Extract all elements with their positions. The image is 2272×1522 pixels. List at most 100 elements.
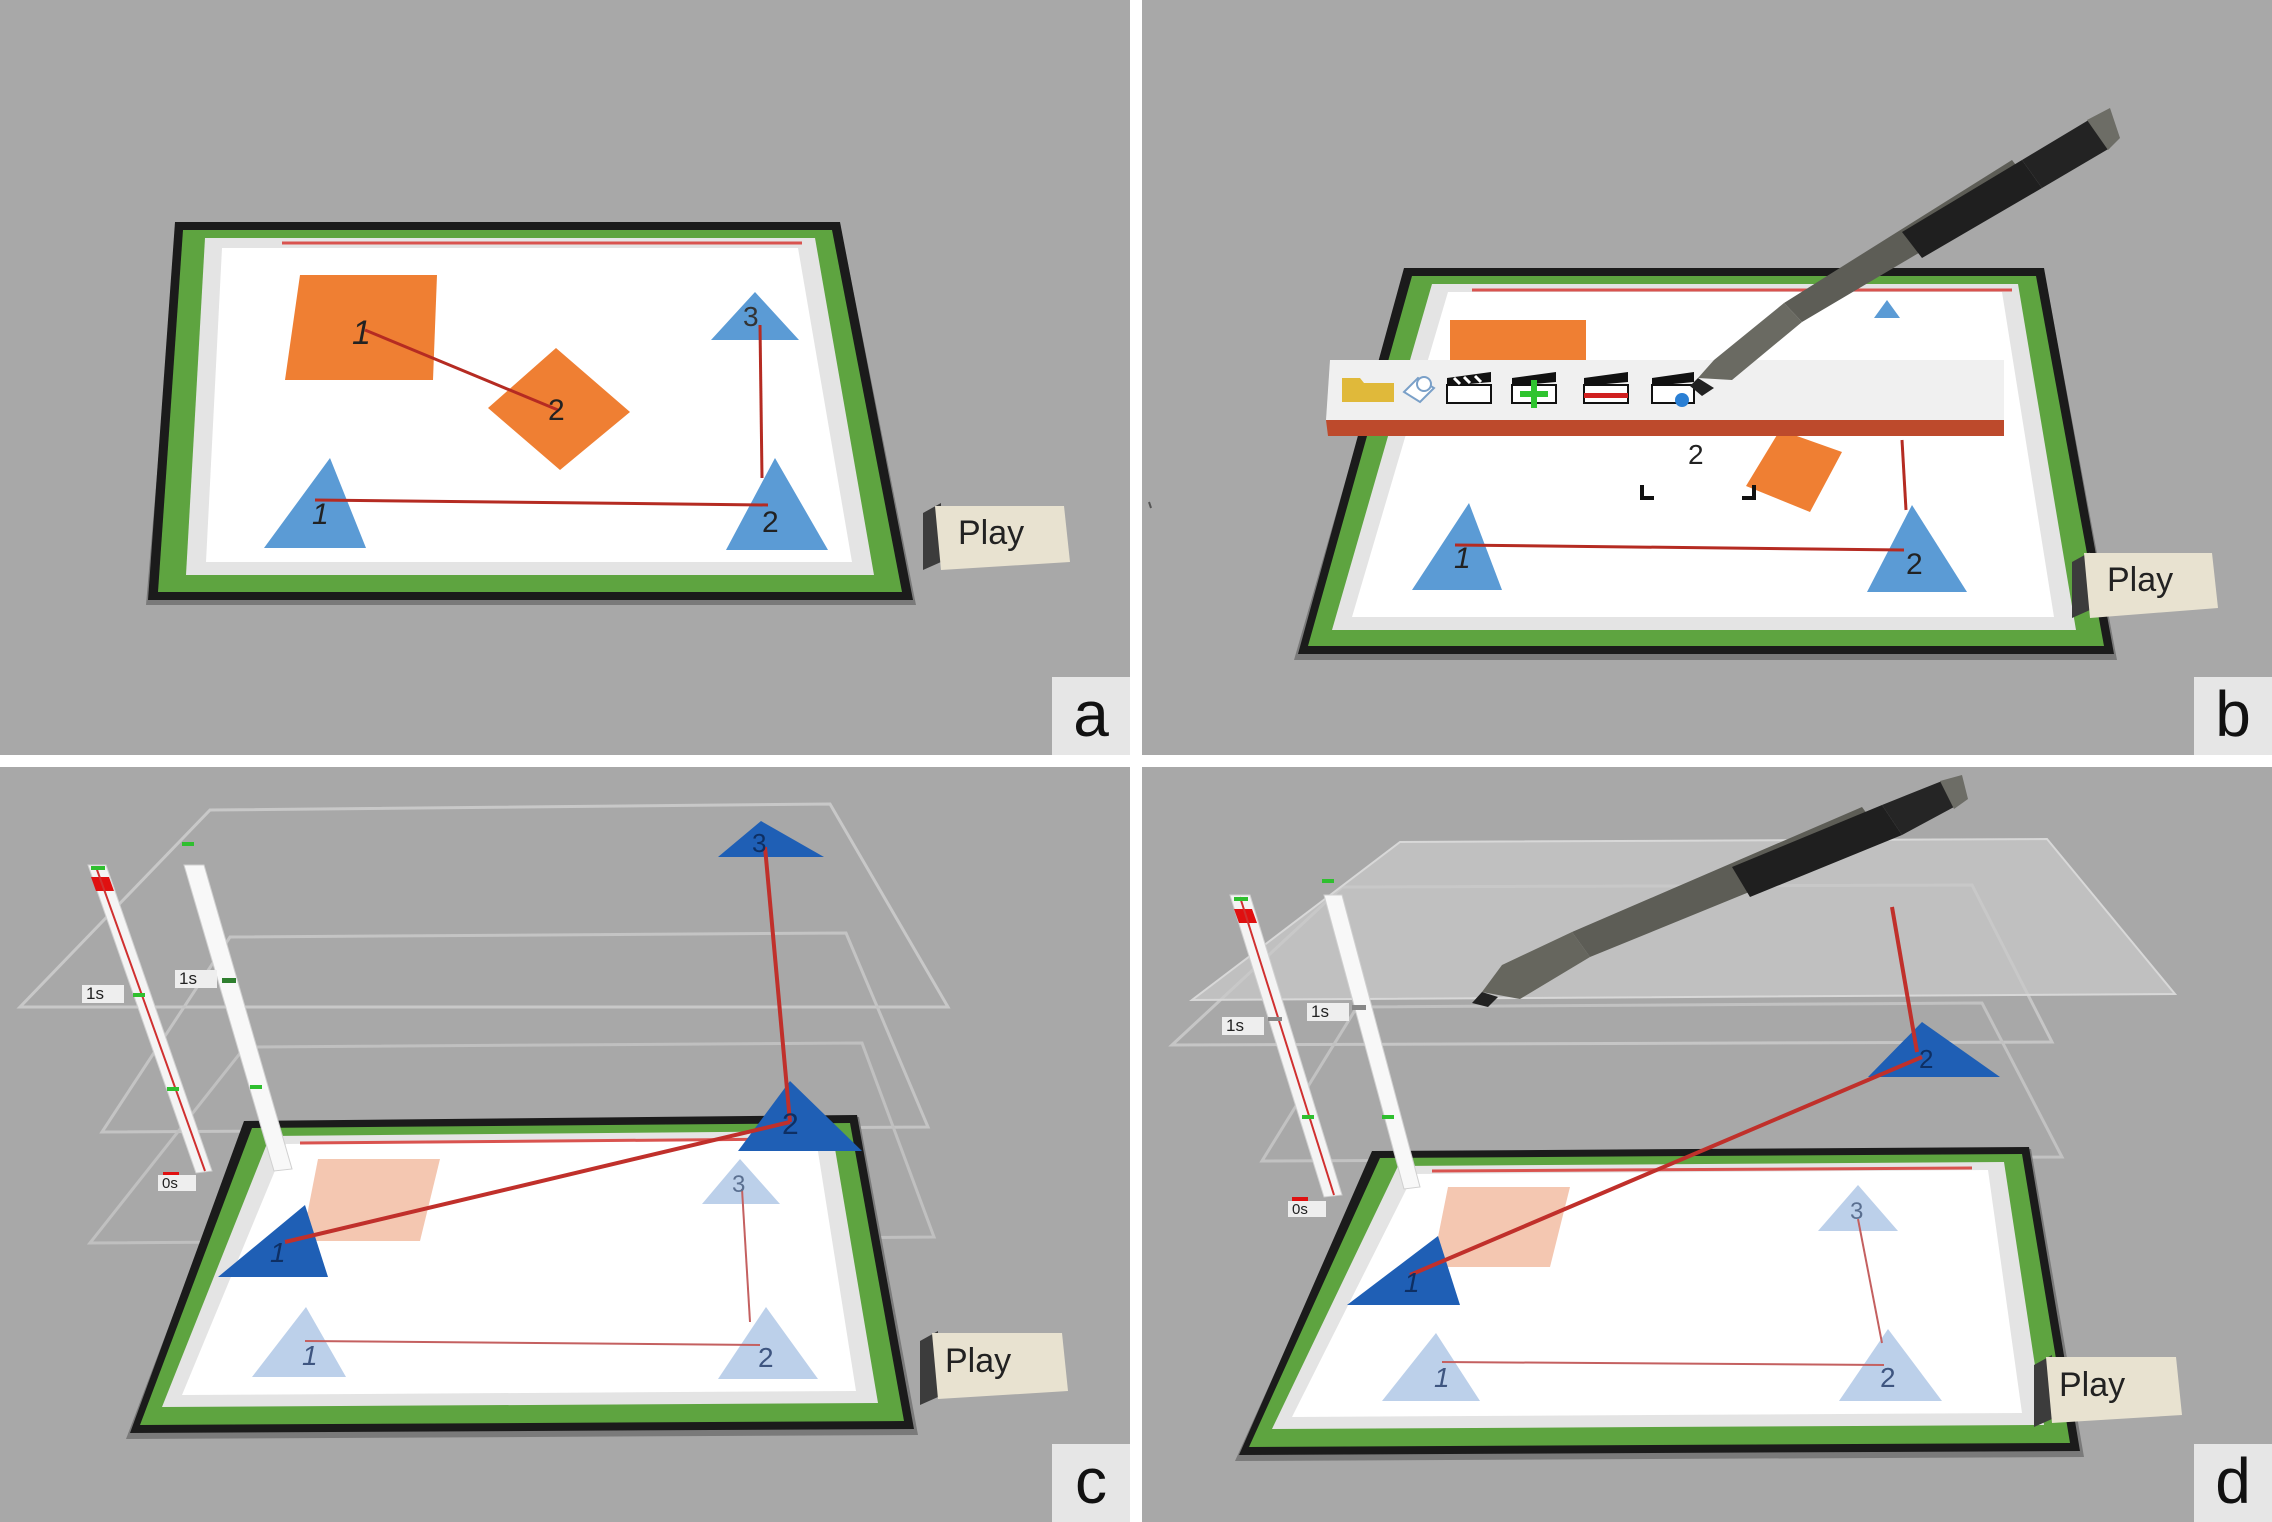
timeline-ruler-left[interactable]: [1229, 894, 1343, 1203]
label-square-2: 2: [548, 394, 565, 427]
label-triangle-2: 2: [1906, 548, 1923, 581]
clapper-icon[interactable]: [1446, 372, 1492, 404]
dark-triangle-1[interactable]: [218, 1205, 328, 1277]
faded-path-1: [304, 1340, 761, 1346]
panel-label-b: b: [2194, 677, 2272, 755]
orange-square-2[interactable]: [1746, 430, 1842, 512]
faded-triangle-1: [1382, 1333, 1480, 1401]
dark-triangle-3[interactable]: [718, 821, 824, 857]
faded-triangle-3: [702, 1159, 780, 1204]
faded-triangle-2: [718, 1307, 818, 1379]
triangle-path-2: [1900, 439, 1908, 511]
timeline-right-1s-label: 1s: [179, 969, 197, 988]
scene-c: 3 1 2 3 2 1 1s 1s 0s: [16, 802, 1068, 1439]
play-button-label: Play: [945, 1342, 1011, 1380]
scene-d: 3 1 2 1 2: [1168, 775, 2182, 1461]
selection-corner-left: [1640, 485, 1654, 500]
play-button-label: Play: [2059, 1366, 2125, 1404]
triangle-path-1: [314, 498, 769, 507]
label-faded-triangle-3: 3: [1850, 1198, 1863, 1225]
faded-path-2: [741, 1188, 751, 1323]
orange-square-1[interactable]: [1450, 320, 1586, 360]
panel-d: 3 1 2 1 2: [1142, 767, 2272, 1522]
scene-a: 1 2 3 1 2 Play: [146, 222, 1070, 605]
panel-label-d: d: [2194, 1444, 2272, 1522]
blue-triangle-2[interactable]: [1867, 505, 1967, 592]
label-triangle-1: 1: [312, 498, 329, 531]
dark-triangle-2[interactable]: [738, 1081, 862, 1151]
play-button[interactable]: [2046, 1357, 2182, 1423]
triangle-path-2: [758, 324, 764, 479]
orange-square-1[interactable]: [285, 275, 437, 380]
faded-path-1: [1441, 1361, 1885, 1366]
timeline-0s-label: 0s: [1292, 1201, 1308, 1218]
label-triangle-2: 2: [762, 506, 779, 539]
time-layer-top: [16, 802, 951, 1009]
label-square-1: 1: [352, 314, 371, 352]
label-faded-triangle-1: 1: [1434, 1362, 1450, 1393]
label-faded-triangle-2: 2: [758, 1342, 774, 1373]
stylus-pen[interactable]: [1472, 775, 1968, 1007]
square-path: [364, 328, 559, 412]
triangle-path-1: [1454, 543, 1905, 552]
blue-triangle-3[interactable]: [711, 292, 799, 340]
label-dark-triangle-1: 1: [270, 1237, 286, 1268]
blue-triangle-2[interactable]: [726, 458, 828, 550]
timeline-left-1s-label: 1s: [86, 984, 104, 1003]
scene-b: 2 1 2: [1148, 108, 2218, 660]
time-path-diagonal: [284, 1120, 791, 1244]
time-layer-low: [86, 1041, 937, 1245]
faded-triangle-1: [252, 1307, 346, 1377]
faded-triangle-3: [1818, 1185, 1898, 1231]
faded-triangle-2: [1839, 1329, 1942, 1401]
panel-label-c: c: [1052, 1444, 1130, 1522]
blue-triangle-1[interactable]: [264, 458, 366, 548]
panel-b: 2 1 2: [1142, 0, 2272, 755]
play-button[interactable]: [932, 1333, 1068, 1399]
faded-path-2: [1857, 1218, 1883, 1344]
timeline-right-1s-tag: [175, 970, 217, 988]
blue-triangle-3[interactable]: [1874, 300, 1900, 318]
faded-orange-square: [1432, 1187, 1570, 1267]
timeline-0s-tag: [158, 1175, 196, 1191]
shapes-icon[interactable]: [1402, 376, 1436, 404]
dark-triangle-2[interactable]: [1868, 1022, 2000, 1077]
stylus-pen[interactable]: [1690, 108, 2120, 396]
play-button-label: Play: [2107, 561, 2173, 599]
label-dark-triangle-1: 1: [1404, 1267, 1420, 1298]
play-button[interactable]: [935, 506, 1070, 570]
orange-square-2[interactable]: [488, 348, 630, 470]
label-faded-triangle-2: 2: [1880, 1362, 1896, 1393]
camera-icon[interactable]: [1651, 372, 1695, 407]
time-layer-middle: [99, 931, 931, 1134]
timeline-ruler-right[interactable]: [182, 842, 293, 1172]
time-path-vertical: [1890, 906, 1919, 1053]
label-triangle-3: 3: [743, 301, 759, 332]
time-layer-middle: [1259, 1001, 2065, 1163]
timeline-left-1s-tag: [82, 985, 124, 1003]
timeline-right-1s-label: 1s: [1311, 1002, 1329, 1021]
timeline-left-1s-label: 1s: [1226, 1016, 1244, 1035]
timeline-0s-label: 0s: [162, 1175, 178, 1192]
play-button[interactable]: [2084, 553, 2218, 618]
play-button-label: Play: [958, 514, 1024, 552]
label-square-2: 2: [1688, 439, 1704, 470]
folder-icon[interactable]: [1342, 378, 1394, 402]
tablet-top-line: [1431, 1166, 1973, 1173]
panel-label-a: a: [1052, 677, 1130, 755]
timeline-ruler-right[interactable]: [1322, 879, 1421, 1190]
scene-speck: [1148, 501, 1152, 509]
label-dark-triangle-3: 3: [752, 828, 766, 858]
label-triangle-1: 1: [1454, 542, 1471, 575]
panel-a: 1 2 3 1 2 Play a: [0, 0, 1130, 755]
label-dark-triangle-2: 2: [782, 1108, 799, 1141]
clapper-add-icon[interactable]: [1511, 372, 1557, 408]
label-faded-triangle-3: 3: [732, 1171, 745, 1198]
tool-menu-underline: [1326, 420, 2004, 436]
label-faded-triangle-1: 1: [302, 1340, 318, 1371]
dark-triangle-1[interactable]: [1347, 1236, 1460, 1305]
clapper-red-icon[interactable]: [1583, 372, 1629, 404]
timeline-left-1s-tag: [1222, 1017, 1264, 1035]
timeline-ruler-left[interactable]: [87, 864, 213, 1178]
time-path-vertical: [763, 846, 792, 1123]
